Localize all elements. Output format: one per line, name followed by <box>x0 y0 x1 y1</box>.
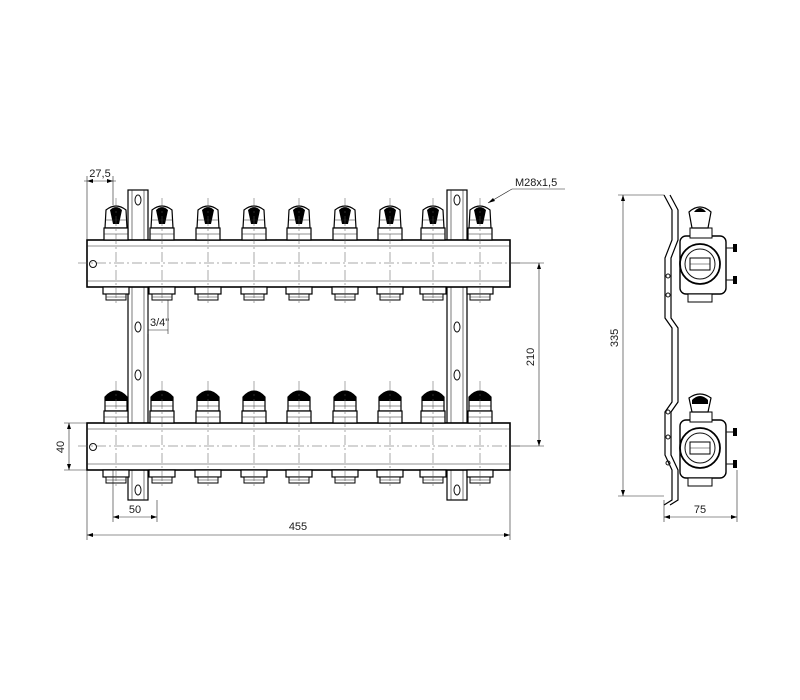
valve <box>331 381 359 488</box>
dim-total-length: 455 <box>86 470 511 540</box>
valve <box>240 381 268 488</box>
valve <box>148 198 176 305</box>
valve <box>419 381 447 488</box>
top-valve-row <box>102 198 494 305</box>
valve <box>285 198 313 305</box>
dim-bar-height-label: 40 <box>55 441 67 453</box>
valve <box>466 198 494 305</box>
dim-bar-distance: 210 <box>510 262 544 447</box>
valve <box>194 381 222 488</box>
dim-bracket-offset-label: 50 <box>129 504 141 516</box>
valve <box>419 198 447 305</box>
dim-depth: 75 <box>663 470 738 522</box>
dim-bar-height: 40 <box>55 422 87 471</box>
dim-bar-distance-label: 210 <box>525 348 537 366</box>
valve <box>102 381 130 488</box>
valve <box>285 381 313 488</box>
valve <box>194 198 222 305</box>
valve <box>148 381 176 488</box>
bottom-valve-row <box>102 381 494 488</box>
side-view: 335 75 <box>609 194 738 522</box>
dim-pipe-thread: 3/4" <box>147 300 169 334</box>
side-bottom-body <box>679 393 737 487</box>
dim-spacing-first-label: 27,5 <box>89 168 110 180</box>
valve <box>102 198 130 305</box>
dim-total-length-label: 455 <box>289 521 307 533</box>
valve <box>240 198 268 305</box>
valve <box>376 381 404 488</box>
dim-pipe-thread-label: 3/4" <box>150 317 169 329</box>
dim-total-height-label: 335 <box>609 329 621 347</box>
front-view: 27,5 M28x1,5 3/4" 210 <box>55 168 565 540</box>
valve <box>466 381 494 488</box>
side-top-body <box>679 206 737 303</box>
dim-depth-label: 75 <box>694 504 706 516</box>
dim-thread-label: M28x1,5 <box>515 177 557 189</box>
dim-total-height: 335 <box>609 194 664 497</box>
valve <box>331 198 359 305</box>
dim-thread: M28x1,5 <box>487 177 565 204</box>
valve <box>376 198 404 305</box>
dim-bracket-offset: 50 <box>112 470 158 522</box>
dim-spacing-first: 27,5 <box>84 168 116 240</box>
